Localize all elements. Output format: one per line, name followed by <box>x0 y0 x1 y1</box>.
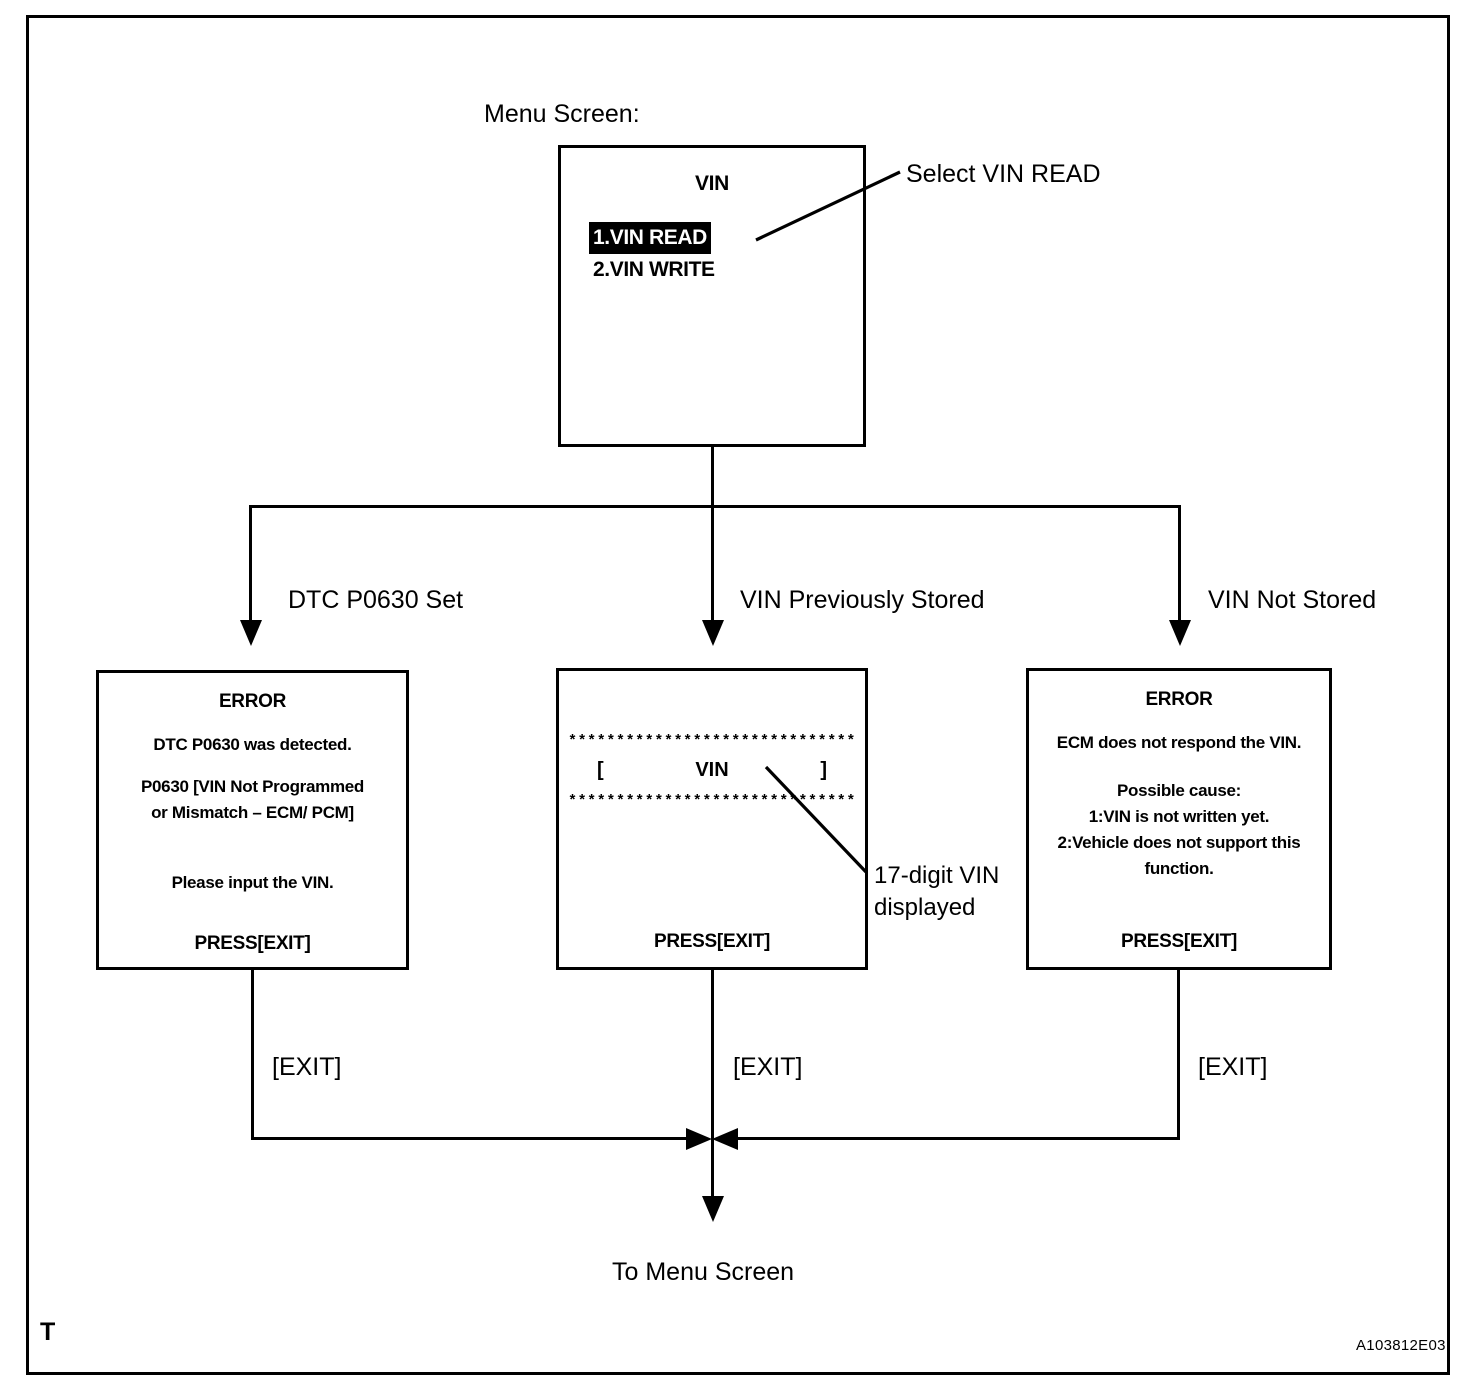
connector-branch-right <box>1178 505 1181 622</box>
menu-screen-title: VIN <box>694 172 730 195</box>
figure-code: A103812E03 <box>1356 1337 1446 1354</box>
menu-screen-box: VIN 1.VIN READ 2.VIN WRITE <box>558 145 866 447</box>
error-dtc-line-3: or Mismatch – ECM/ PCM] <box>151 803 354 822</box>
arrow-branch-right <box>1169 620 1191 646</box>
connector-exit-right <box>1177 969 1180 1139</box>
vin-digits-callout-line-2: displayed <box>874 894 976 921</box>
page-border <box>26 15 1450 1375</box>
connector-split-bar <box>249 505 1181 508</box>
error-no-vin-line-3: 1:VIN is not written yet. <box>1088 807 1270 826</box>
exit-label-middle: [EXIT] <box>733 1053 803 1081</box>
menu-row-2: 2.VIN WRITE <box>589 254 719 286</box>
exit-label-left: [EXIT] <box>272 1053 342 1081</box>
vin-bracket-open: [ <box>597 759 604 781</box>
arrow-branch-left <box>240 620 262 646</box>
menu-screen-item-list: 1.VIN READ 2.VIN WRITE <box>589 222 719 286</box>
error-dtc-footer: PRESS[EXIT] <box>194 933 311 954</box>
error-no-vin-line-5: function. <box>1144 859 1214 878</box>
branch-label-vin-stored: VIN Previously Stored <box>740 586 985 614</box>
error-no-vin-footer: PRESS[EXIT] <box>1121 931 1237 952</box>
connector-merge-bar-right <box>733 1137 1180 1140</box>
menu-item-vin-write[interactable]: 2.VIN WRITE <box>593 258 715 281</box>
vin-stars-bottom: ****************************** <box>567 793 857 810</box>
arrow-merge-from-right <box>712 1128 738 1150</box>
error-dtc-line-4: Please input the VIN. <box>171 873 334 892</box>
error-dtc-line-1: DTC P0630 was detected. <box>153 735 352 754</box>
branch-label-vin-not-stored: VIN Not Stored <box>1208 586 1377 614</box>
corner-letter: T <box>40 1318 56 1346</box>
exit-label-right: [EXIT] <box>1198 1053 1268 1081</box>
error-dtc-line-2: P0630 [VIN Not Programmed <box>140 777 364 796</box>
vin-bracket-close: ] <box>820 759 827 781</box>
arrow-to-menu <box>702 1196 724 1222</box>
select-vin-read-callout: Select VIN READ <box>906 160 1101 188</box>
connector-exit-left <box>251 969 254 1139</box>
arrow-branch-middle <box>702 620 724 646</box>
connector-merge-bar-left <box>251 1137 691 1140</box>
error-no-vin-screen-box: ERROR ECM does not respond the VIN. Poss… <box>1026 668 1332 970</box>
error-no-vin-title: ERROR <box>1145 689 1213 710</box>
connector-menu-to-split <box>711 447 714 506</box>
error-no-vin-line-1: ECM does not respond the VIN. <box>1056 733 1302 752</box>
to-menu-screen-label: To Menu Screen <box>612 1258 795 1286</box>
vin-digits-callout-line-1: 17-digit VIN <box>874 862 1000 889</box>
arrow-merge-from-left <box>686 1128 712 1150</box>
vin-value: VIN <box>695 759 729 781</box>
vin-value-row: [ VIN ] <box>597 759 827 782</box>
error-dtc-screen-box: ERROR DTC P0630 was detected. P0630 [VIN… <box>96 670 409 970</box>
error-no-vin-line-4: 2:Vehicle does not support this <box>1057 833 1301 852</box>
branch-label-dtc-set: DTC P0630 Set <box>288 586 464 614</box>
connector-branch-middle <box>711 505 714 622</box>
connector-branch-left <box>249 505 252 622</box>
menu-screen-caption: Menu Screen: <box>484 100 640 128</box>
vin-display-footer: PRESS[EXIT] <box>654 931 770 952</box>
menu-item-vin-read[interactable]: 1.VIN READ <box>589 222 711 254</box>
error-no-vin-line-2: Possible cause: <box>1116 781 1241 800</box>
vin-display-screen-box: ****************************** [ VIN ] *… <box>556 668 868 970</box>
menu-row-1: 1.VIN READ <box>589 222 719 254</box>
error-dtc-title: ERROR <box>218 691 287 712</box>
vin-stars-top: ****************************** <box>567 733 857 750</box>
connector-to-menu <box>711 969 714 1208</box>
